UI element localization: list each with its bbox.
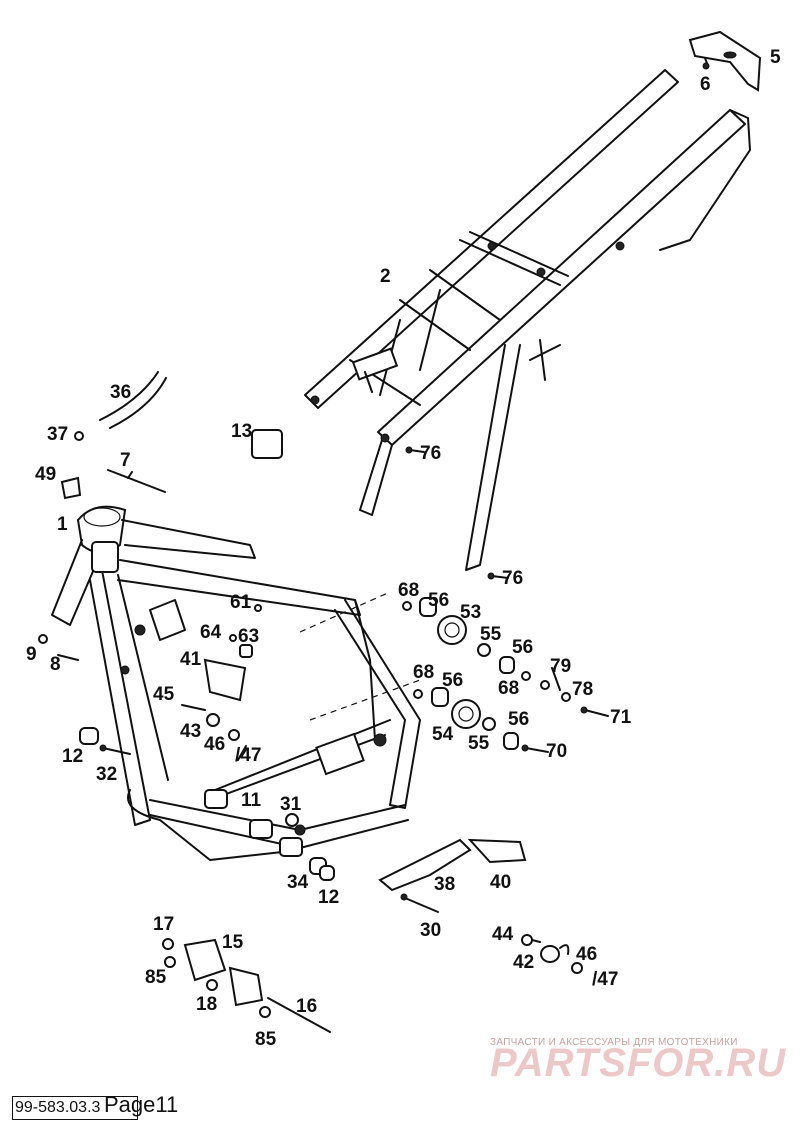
callout-38: 38 — [434, 874, 455, 895]
assembly-lines — [299, 591, 421, 721]
document-code: 99-583.03.3 — [12, 1096, 138, 1120]
callout-64: 64 — [200, 622, 222, 643]
callout-53: 53 — [460, 602, 481, 623]
callout-68-right: 68 — [498, 678, 519, 699]
watermark: ЗАПЧАСТИ И АКСЕССУАРЫ ДЛЯ МОТОТЕХНИКИ PA… — [490, 1037, 786, 1085]
callout-71: 71 — [610, 707, 632, 728]
callout-6: 6 — [700, 74, 711, 95]
page-number: Page11 — [104, 1092, 179, 1117]
callout-61: 61 — [230, 592, 252, 613]
callout-55-upper: 55 — [480, 624, 502, 645]
callout-42: 42 — [513, 952, 534, 973]
callout-34: 34 — [287, 872, 309, 893]
callout-47-bottom: /47 — [592, 969, 618, 990]
watermark-tagline: ЗАПЧАСТИ И АКСЕССУАРЫ ДЛЯ МОТОТЕХНИКИ — [490, 1037, 738, 1048]
callout-56-d: 56 — [508, 709, 529, 730]
main-frame-drawing — [51, 505, 421, 861]
left-parts-drawing — [38, 371, 335, 881]
callout-55-lower: 55 — [468, 733, 490, 754]
callout-13: 13 — [231, 421, 252, 442]
callout-43: 43 — [180, 721, 201, 742]
callout-36: 36 — [110, 382, 131, 403]
callout-12-left: 12 — [62, 746, 83, 767]
hardware-drawing — [402, 57, 710, 753]
callout-9: 9 — [26, 644, 37, 665]
callout-85-bottom: 85 — [255, 1029, 277, 1050]
callout-46-bottom: 46 — [576, 944, 597, 965]
callout-54: 54 — [432, 724, 454, 745]
callout-16: 16 — [296, 996, 317, 1017]
callout-7: 7 — [120, 450, 131, 471]
callout-8: 8 — [50, 654, 61, 675]
pedal-parts-drawing — [162, 838, 583, 1033]
callout-30: 30 — [420, 920, 441, 941]
callout-70: 70 — [546, 741, 567, 762]
callout-46-middle: 46 — [204, 734, 225, 755]
callout-68-top: 68 — [398, 580, 419, 601]
callout-76-lower: 76 — [502, 568, 523, 589]
callout-56-b: 56 — [512, 637, 533, 658]
callout-49: 49 — [35, 464, 56, 485]
callout-76-upper: 76 — [420, 443, 441, 464]
callout-56-a: 56 — [428, 590, 449, 611]
callout-32: 32 — [96, 764, 117, 785]
callout-40: 40 — [490, 872, 511, 893]
callout-18: 18 — [196, 994, 217, 1015]
callout-17: 17 — [153, 914, 174, 935]
callout-68-middle: 68 — [413, 662, 434, 683]
callout-47-middle: /47 — [235, 745, 261, 766]
callout-45: 45 — [153, 684, 175, 705]
callout-1: 1 — [57, 514, 68, 535]
watermark-logo: PARTSFOR.RU — [490, 1041, 786, 1085]
rear-subframe-drawing — [304, 30, 762, 571]
callout-12-bottom: 12 — [318, 887, 339, 908]
callout-2: 2 — [380, 266, 391, 287]
callout-85-top: 85 — [145, 967, 167, 988]
callout-78: 78 — [572, 679, 593, 700]
callout-56-c: 56 — [442, 670, 463, 691]
callout-15: 15 — [222, 932, 244, 953]
callout-5: 5 — [770, 47, 781, 68]
callout-31: 31 — [280, 794, 302, 815]
callout-63: 63 — [238, 626, 259, 647]
callout-37: 37 — [47, 424, 68, 445]
callout-41: 41 — [180, 649, 202, 670]
callout-labels: 1 2 5 6 7 8 9 11 12 12 13 15 16 17 18 30… — [26, 47, 781, 1050]
callout-79: 79 — [550, 656, 571, 677]
callout-44: 44 — [492, 924, 514, 945]
callout-11: 11 — [241, 790, 262, 811]
